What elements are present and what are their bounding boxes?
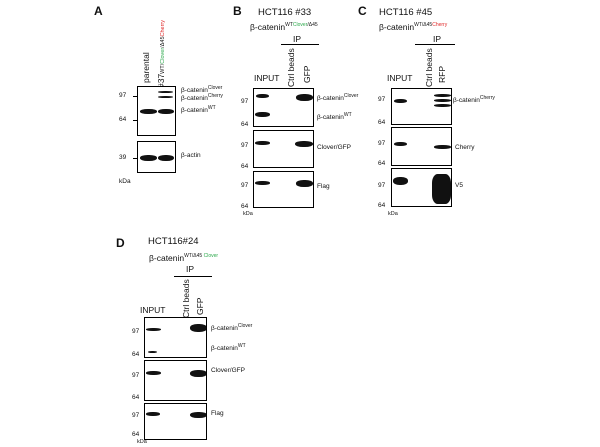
- input-label-d: INPUT: [140, 305, 166, 315]
- mw-marker-97-b1: 97: [241, 98, 249, 105]
- cell-line-title-d: HCT116#24: [148, 236, 199, 247]
- band-label-cherry: β-cateninCherry: [181, 92, 223, 102]
- kda-label-d: kDa: [137, 439, 147, 445]
- mw-marker-97-d2: 97: [132, 372, 140, 379]
- mw-marker-97: 97: [119, 92, 127, 99]
- kda-label: kDa: [119, 178, 131, 185]
- mw-marker-64-b1: 64: [241, 121, 249, 128]
- mw-marker-64-c1: 64: [378, 119, 386, 126]
- mw-marker-64-b2: 64: [241, 163, 249, 170]
- ip-label-d: IP: [186, 264, 195, 274]
- band-label-wt-b: β-cateninWT: [317, 111, 352, 121]
- band-label-flag-b: Flag: [317, 183, 330, 190]
- genotype-label-b: β-cateninWTClover/Δ45: [250, 22, 318, 32]
- band-label-cherry-c: β-cateninCherry: [453, 94, 495, 104]
- mw-marker-64-c3: 64: [378, 202, 386, 209]
- blot-b-flag: [253, 171, 314, 208]
- panel-letter-b: B: [233, 4, 242, 18]
- blot-d-beta-catenin: [144, 317, 207, 358]
- mw-marker-97-d3: 97: [132, 412, 140, 419]
- cell-line-title-b: HCT116 #33: [258, 7, 312, 18]
- band-label-wt: β-cateninWT: [181, 104, 216, 114]
- band-label-actin: β-actin: [181, 152, 201, 159]
- band-label-cherry2-c: Cherry: [455, 144, 475, 151]
- lane-label-gfp-b: GFP: [302, 65, 312, 83]
- blot-b-clover-gfp: [253, 130, 314, 168]
- blot-a-actin: [137, 141, 176, 173]
- mw-marker-97-c1: 97: [378, 96, 386, 103]
- blot-a-beta-catenin: [137, 86, 176, 136]
- kda-label-c: kDa: [388, 211, 398, 217]
- band-label-clover-b: β-cateninClover: [317, 92, 359, 102]
- ip-label-c: IP: [433, 34, 442, 44]
- blot-c-v5: [391, 168, 452, 207]
- mw-marker-97-b2: 97: [241, 142, 249, 149]
- mw-marker-97-b3: 97: [241, 182, 249, 189]
- mw-marker-64-d1: 64: [132, 351, 140, 358]
- genotype-label-c: β-cateninWT/Δ45Cherry: [379, 22, 448, 32]
- lane-label-rfp-c: RFP: [437, 66, 447, 83]
- lane-label-ctrl-c: Ctrl beads: [424, 48, 434, 87]
- ip-label-b: IP: [293, 34, 302, 44]
- panel-letter-d: D: [116, 236, 125, 250]
- blot-c-cherry: [391, 127, 452, 166]
- band-label-clovergfp-b: Clover/GFP: [317, 144, 351, 151]
- lane-label-clone-37: #37WT/Clover/Δ45Cherry: [156, 19, 166, 88]
- blot-d-clover-gfp: [144, 360, 207, 401]
- mw-marker-64-d3: 64: [132, 431, 140, 438]
- band-label-clover-d: β-cateninClover: [211, 322, 253, 332]
- band-label-v5-c: V5: [455, 182, 463, 189]
- kda-label-b: kDa: [243, 211, 253, 217]
- blot-b-beta-catenin: [253, 88, 314, 127]
- lane-label-ctrl-b: Ctrl beads: [286, 48, 296, 87]
- mw-marker-64-d2: 64: [132, 394, 140, 401]
- mw-marker-39: 39: [119, 154, 127, 161]
- panel-letter-a: A: [94, 4, 103, 18]
- lane-label-gfp-d: GFP: [195, 297, 205, 315]
- blot-c-beta-catenin: [391, 88, 452, 125]
- mw-marker-64-c2: 64: [378, 160, 386, 167]
- input-label-c: INPUT: [387, 73, 413, 83]
- cell-line-title-c: HCT116 #45: [379, 7, 433, 18]
- band-label-clovergfp-d: Clover/GFP: [211, 367, 245, 374]
- band-label-clover: β-cateninClover: [181, 84, 223, 94]
- mw-marker-97-d1: 97: [132, 328, 140, 335]
- blot-d-flag: [144, 403, 207, 440]
- band-label-flag-d: Flag: [211, 410, 224, 417]
- panel-letter-c: C: [358, 4, 367, 18]
- mw-marker-64: 64: [119, 116, 127, 123]
- input-label-b: INPUT: [254, 73, 280, 83]
- lane-label-ctrl-d: Ctrl beads: [181, 279, 191, 318]
- band-label-wt-d: β-cateninWT: [211, 342, 246, 352]
- genotype-label-d: β-cateninWT/Δ45 Clover: [149, 253, 219, 263]
- mw-marker-97-c3: 97: [378, 182, 386, 189]
- mw-marker-97-c2: 97: [378, 140, 386, 147]
- mw-marker-64-b3: 64: [241, 203, 249, 210]
- lane-label-parental: parental: [141, 52, 151, 83]
